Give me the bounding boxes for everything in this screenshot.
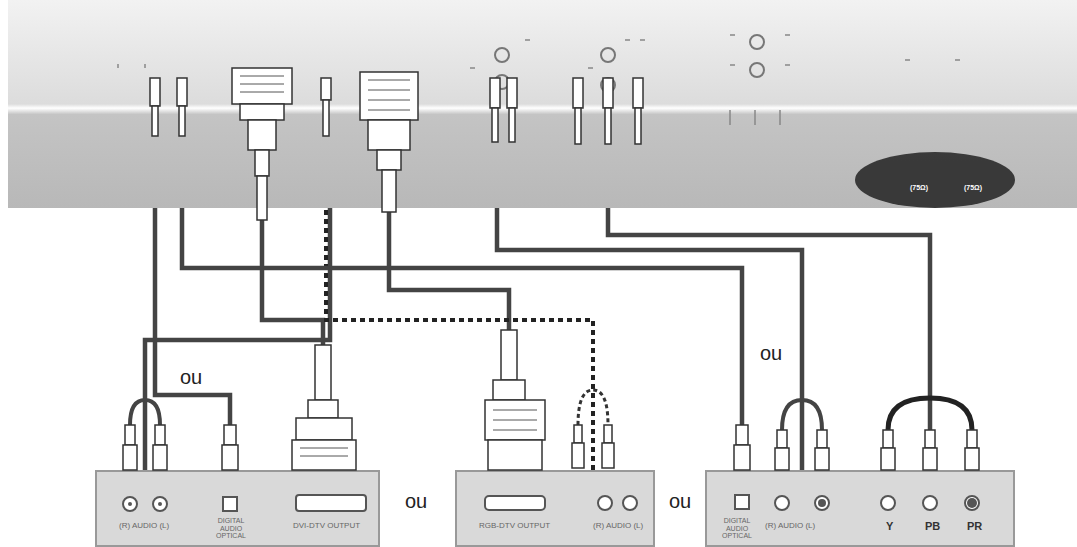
or-label: ou xyxy=(178,366,204,389)
port-label: DIGITAL AUDIO OPTICAL xyxy=(209,517,253,540)
port-label: DVI-DTV OUTPUT xyxy=(293,522,360,531)
port-label: PB xyxy=(925,520,940,532)
port-label: Y xyxy=(886,520,893,532)
or-label: ou xyxy=(403,490,429,513)
port-label: PR xyxy=(967,520,982,532)
port-label: (R) AUDIO (L) xyxy=(765,522,815,531)
cable xyxy=(326,208,593,470)
port-label: (R) AUDIO (L) xyxy=(119,522,169,531)
port-label: (75Ω) xyxy=(910,184,928,192)
cable xyxy=(608,208,930,470)
cable xyxy=(182,208,742,470)
or-label: ou xyxy=(667,490,693,513)
cable xyxy=(155,208,230,470)
port-label: (75Ω) xyxy=(964,184,982,192)
port-label: RGB-DTV OUTPUT xyxy=(479,522,550,531)
panel-shadow xyxy=(855,152,1015,208)
port-label: DIGITAL AUDIO OPTICAL xyxy=(715,517,759,540)
or-label: ou xyxy=(758,342,784,365)
port-label: (R) AUDIO (L) xyxy=(593,522,643,531)
